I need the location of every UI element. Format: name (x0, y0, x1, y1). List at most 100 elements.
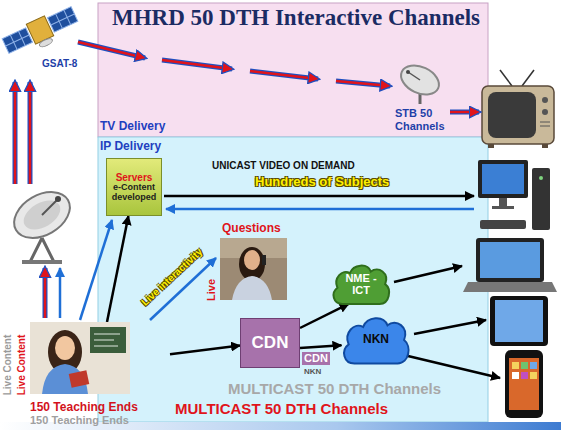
teacher-photo (30, 322, 130, 394)
mobile-phone (505, 350, 543, 418)
ip-delivery-panel (98, 137, 488, 422)
tv-set (482, 86, 554, 144)
connector-arrow (300, 345, 341, 348)
mobile-phone (521, 372, 528, 379)
tablet-device (495, 300, 543, 342)
tv-set (488, 144, 494, 148)
laptop-computer (463, 238, 557, 292)
broadcast-arrows (43, 268, 48, 318)
teacher-photo (55, 336, 75, 360)
tv-set (482, 70, 554, 148)
network-cloud: NKN (340, 314, 412, 366)
broadcast-arrows (15, 42, 479, 318)
tv-set (542, 144, 548, 148)
arrow-label: Live interactivity (139, 246, 205, 308)
mobile-phone (530, 362, 537, 369)
desktop-computer (499, 198, 507, 206)
satellite-name: GSAT-8 (42, 58, 77, 70)
teacher-photo (90, 327, 126, 353)
connector-arrow (107, 216, 128, 322)
broadcast-arrows (14, 82, 17, 184)
teacher-photo (69, 370, 90, 387)
tablet-device (490, 296, 548, 346)
teacher-photo (30, 322, 130, 394)
stb-dish (396, 60, 443, 104)
desktop-computer (539, 176, 543, 180)
mobile-phone (521, 362, 528, 369)
node-text: NME -ICT (344, 272, 378, 296)
mode-label: MULTICAST 50 DTH Channels (175, 400, 388, 417)
satellite-icon (38, 37, 53, 48)
data-arrows (166, 208, 474, 211)
mobile-phone (530, 372, 537, 379)
teacher-photo (94, 334, 120, 346)
uplink-dish (6, 183, 78, 248)
teaching-end: 150 Teaching Ends (30, 322, 170, 414)
laptop-computer (463, 282, 557, 292)
desktop-computer (482, 164, 524, 194)
uplink-dish (22, 260, 62, 264)
node-text: 150 Teaching Ends (30, 401, 170, 414)
broadcast-arrows (336, 81, 390, 86)
laptop-computer (476, 238, 544, 282)
tv-delivery-panel (98, 3, 488, 137)
live-tag: Live (205, 279, 218, 301)
broadcast-arrows (162, 60, 232, 69)
desktop-computer (478, 160, 550, 230)
satellite-icon (51, 14, 75, 25)
node-text: e-Content developed (110, 183, 158, 203)
tv-set (542, 109, 548, 115)
mobile-phone (509, 358, 539, 410)
broadcast-arrows (250, 71, 318, 79)
side-label: Live Content (16, 335, 28, 396)
cloud-shape (334, 266, 389, 304)
tv-set (540, 126, 550, 127)
tv-set (540, 122, 550, 123)
broadcast-arrows (44, 268, 47, 318)
watermark-label: Live Content (2, 335, 14, 396)
broadcast-arrows (336, 81, 390, 86)
broadcast-arrows (13, 82, 18, 184)
uplink-dish (6, 183, 78, 264)
broadcast-arrows (450, 110, 479, 115)
connector-arrow (170, 346, 240, 355)
desktop-computer (478, 160, 528, 198)
receiver-label: STB 50 Channels (395, 107, 453, 132)
satellite-icon (6, 35, 30, 46)
uplink-dish (42, 199, 58, 215)
laptop-computer (480, 242, 540, 278)
desktop-computer (492, 206, 514, 209)
node-text: NKN (354, 333, 398, 346)
satellite-icon (2, 28, 32, 53)
tv-set (500, 70, 512, 86)
broadcast-arrows (28, 82, 33, 184)
watermark-label: MULTICAST 50 DTH Channels (228, 380, 441, 397)
desktop-computer (532, 168, 550, 230)
node-text: Servers (110, 172, 158, 183)
path-label: TV Delivery (100, 120, 165, 134)
desktop-computer (480, 220, 526, 229)
mobile-phone (512, 362, 519, 369)
data-arrows (414, 320, 486, 334)
photo-caption: Questions (222, 222, 281, 236)
stb-dish (408, 72, 420, 80)
watermark-label: 150 Teaching Ends (30, 414, 129, 427)
data-arrows (80, 220, 112, 320)
broadcast-arrows (29, 82, 32, 184)
stb-dish (396, 60, 443, 100)
cdn-box: CDN (240, 318, 300, 368)
server-box: Serverse-Content developed (106, 158, 162, 216)
slide-title: MHRD 50 DTH Interactive Channels (112, 5, 480, 31)
broadcast-arrows (162, 60, 232, 69)
stb-dish (406, 70, 410, 74)
student-photo (220, 238, 287, 300)
uplink-dish (19, 195, 66, 236)
broadcast-arrows (250, 71, 318, 79)
data-arrows (164, 195, 474, 198)
tv-set (488, 92, 536, 138)
data-arrows (408, 356, 500, 378)
broadcast-arrows (78, 42, 145, 58)
data-arrows (80, 196, 500, 378)
data-arrows (394, 266, 462, 282)
student-photo (220, 238, 287, 300)
